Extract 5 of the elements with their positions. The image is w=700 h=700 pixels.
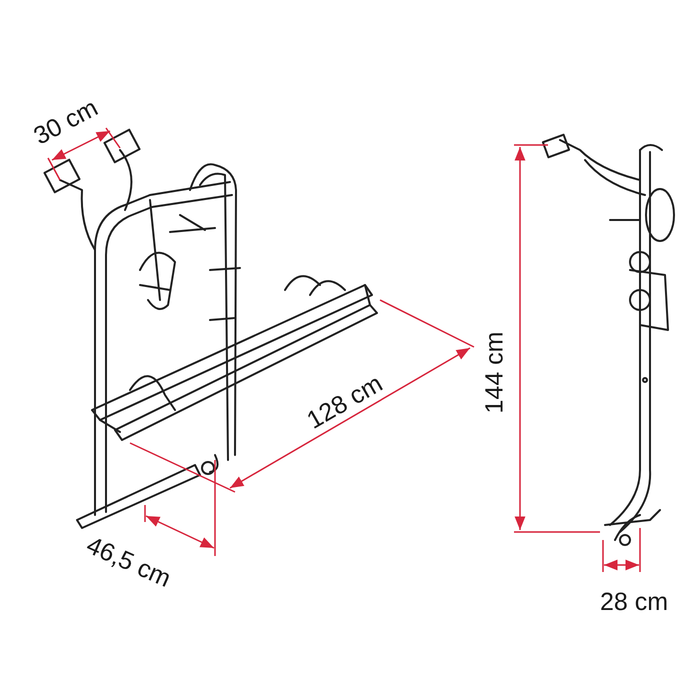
dimension-label: 128 cm bbox=[303, 370, 387, 434]
dimension-label: 46,5 cm bbox=[82, 532, 174, 592]
dimension-label: 144 cm bbox=[482, 331, 508, 413]
dimension-label: 28 cm bbox=[600, 590, 668, 614]
dimension-label: 30 cm bbox=[30, 94, 102, 150]
